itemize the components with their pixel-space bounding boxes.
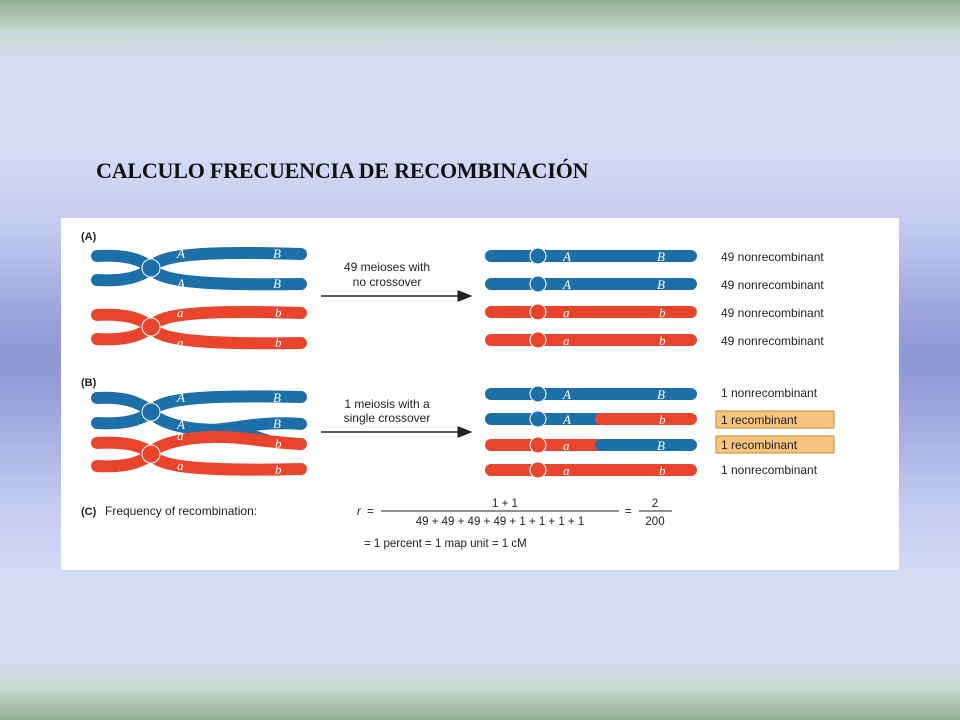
allele-b: b [659,333,666,348]
allele-a: a [177,428,184,443]
allele-B: B [657,249,665,264]
allele-A: A [176,246,185,261]
allele-a: a [177,305,184,320]
allele-A: A [562,387,571,402]
panel-a-arrow-note: no crossover [353,275,422,289]
panel-a-red-pair: a b a b [91,305,307,350]
equals-sign: = [367,506,374,518]
allele-A: A [176,390,185,405]
recombination-figure: (A) A B A B a b a b 49 meioses with no c… [61,218,899,570]
outcome-label: 49 nonrecombinant [721,306,824,320]
allele-A: A [562,412,571,427]
allele-b: b [659,305,666,320]
allele-B: B [657,277,665,292]
allele-a: a [177,458,184,473]
allele-A: A [176,417,185,432]
allele-b: b [275,305,282,320]
result-denominator: 200 [645,516,664,528]
allele-b: b [275,436,282,451]
allele-B: B [273,416,281,431]
panel-b-label: (B) [81,377,97,389]
panel-c-text: Frequency of recombination: [105,504,257,518]
panel-b-crossover-tetrad: A B A B a b a b [91,390,307,477]
allele-B: B [273,390,281,405]
outcome-label: 1 nonrecombinant [721,463,818,477]
allele-b: b [275,335,282,350]
allele-a: a [563,438,570,453]
outcome-label: 1 nonrecombinant [721,386,818,400]
allele-B: B [657,387,665,402]
numerator: 1 + 1 [492,498,518,510]
allele-A: A [176,276,185,291]
allele-a: a [563,305,570,320]
outcome-label-recombinant: 1 recombinant [721,438,798,452]
outcome-label-recombinant: 1 recombinant [721,413,798,427]
allele-a: a [563,333,570,348]
conclusion: = 1 percent = 1 map unit = 1 cM [364,538,527,550]
r-symbol: r [357,506,362,518]
recombinant-highlight [715,435,835,454]
recombinant-highlight [715,410,835,429]
denominator: 49 + 49 + 49 + 49 + 1 + 1 + 1 + 1 [416,516,585,528]
allele-B: B [657,438,665,453]
panel-b-arrow-note: single crossover [344,411,431,425]
outcome-label: 49 nonrecombinant [721,278,824,292]
allele-a: a [563,463,570,478]
panel-a-products: A B A B a b a b [485,247,697,349]
slide-title: CALCULO FRECUENCIA DE RECOMBINACIÓN [96,158,589,183]
result-numerator: 2 [652,498,658,510]
allele-B: B [273,276,281,291]
allele-a: a [177,335,184,350]
equals-sign: = [625,506,632,518]
panel-c-label: (C) [81,506,97,518]
allele-b: b [659,463,666,478]
outcome-label: 49 nonrecombinant [721,334,824,348]
allele-b: b [275,462,282,477]
panel-a-label: (A) [81,231,97,243]
panel-b-products: A B A b a B a b [485,385,697,479]
recombination-diagram: (A) A B A B a b a b 49 meioses with no c… [81,231,835,550]
allele-A: A [562,249,571,264]
allele-B: B [273,246,281,261]
panel-a-blue-pair: A B A B [91,246,307,291]
outcome-label: 49 nonrecombinant [721,250,824,264]
allele-b: b [659,412,666,427]
allele-A: A [562,277,571,292]
panel-b-arrow-note: 1 meiosis with a [344,397,430,411]
panel-a-arrow-note: 49 meioses with [344,260,430,274]
